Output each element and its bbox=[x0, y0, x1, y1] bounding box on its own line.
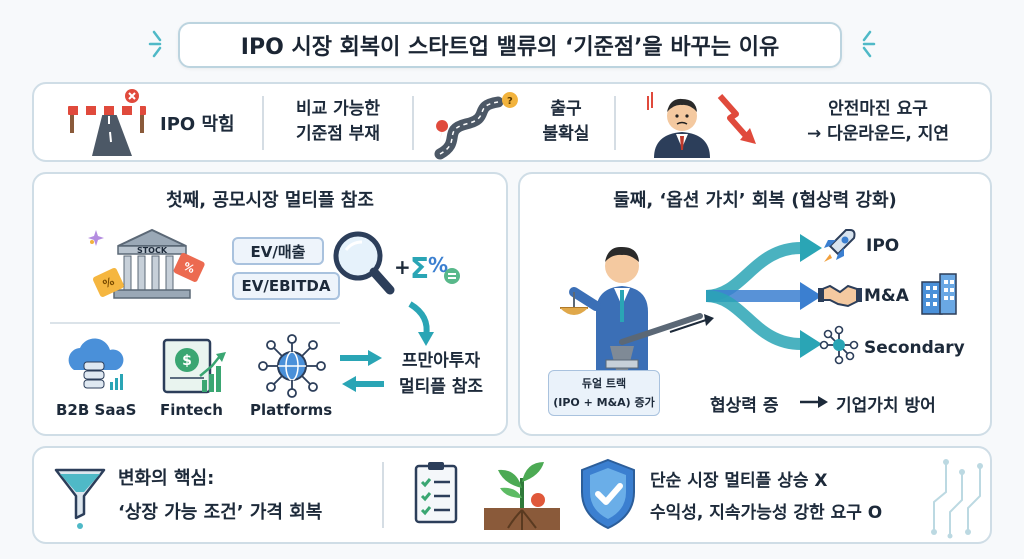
divider bbox=[412, 96, 414, 150]
left-panel-divider bbox=[50, 322, 340, 324]
core-message-line2: 수익성, 지속가능성 강한 요구 O bbox=[650, 503, 883, 523]
magnifier-icon bbox=[333, 231, 395, 295]
divider bbox=[614, 96, 616, 150]
core-change-line1: 변화의 핵심: bbox=[118, 468, 215, 489]
top-item-safety-margin: 안전마진 요구 → 다운라운드, 지연 bbox=[778, 97, 978, 147]
top-item-no-benchmark: 비교 가능한 기준점 부재 bbox=[278, 97, 398, 147]
core-change-line2: ‘상장 가능 조건’ 가격 회복 bbox=[118, 502, 323, 523]
cloud-database-icon bbox=[68, 338, 124, 390]
network-nodes-icon bbox=[819, 325, 859, 365]
top-item-no-benchmark-line2: 기준점 부재 bbox=[295, 124, 381, 144]
left-panel-result-line2: 멀티플 참조 bbox=[398, 377, 484, 397]
top-item-exit-uncertain: 출구 불확실 bbox=[526, 97, 606, 147]
metric-ev-revenue: EV/매출 bbox=[232, 237, 324, 265]
branch-arrows bbox=[705, 234, 822, 358]
winding-road-pin-icon: ? bbox=[434, 92, 518, 160]
divider bbox=[262, 96, 264, 150]
circuit-decoration-icon bbox=[931, 459, 983, 539]
flow-arrows bbox=[340, 301, 434, 392]
metric-ev-ebitda: EV/EBITDA bbox=[232, 272, 340, 300]
sigma-percent-icon: + Σ % bbox=[394, 252, 460, 285]
dual-track-line2: (IPO + M&A) 증가 bbox=[553, 396, 655, 409]
left-panel-public-multiples bbox=[32, 172, 508, 436]
left-panel-title: 첫째, 공모시장 멀티플 참조 bbox=[166, 190, 374, 211]
page-title: IPO 시장 회복이 스타트업 밸류의 ‘기준점’을 바꾸는 이유 bbox=[178, 22, 842, 68]
network-globe-icon bbox=[258, 334, 326, 398]
svg-text:?: ? bbox=[507, 96, 513, 107]
option-mna: M&A bbox=[864, 286, 909, 306]
svg-text:+: + bbox=[394, 255, 411, 279]
businessman-scale-icon bbox=[560, 246, 714, 372]
svg-text:%: % bbox=[181, 260, 196, 276]
option-secondary: Secondary bbox=[864, 338, 965, 358]
sector-fintech: Fintech bbox=[160, 401, 223, 419]
svg-text:%: % bbox=[428, 253, 448, 277]
road-barrier-icon bbox=[68, 89, 146, 156]
top-item-no-benchmark-line1: 비교 가능한 bbox=[295, 99, 381, 119]
core-change-title: 변화의 핵심: ‘상장 가능 조건’ 가격 회복 bbox=[118, 462, 322, 530]
left-panel-result: 프만아투자 멀티플 참조 bbox=[384, 348, 498, 400]
stock-label: STOCK bbox=[137, 246, 168, 255]
top-item-ipo-blocked: IPO 막힘 bbox=[160, 114, 235, 135]
svg-text:%: % bbox=[101, 275, 116, 291]
page-title-text: IPO 시장 회복이 스타트업 밸류의 ‘기준점’을 바꾸는 이유 bbox=[240, 35, 780, 60]
sparkle-right-icon bbox=[862, 30, 876, 58]
sector-platforms: Platforms bbox=[250, 401, 333, 419]
funnel-icon bbox=[54, 468, 106, 529]
result-arrow-icon bbox=[800, 396, 828, 408]
sparkle-left-icon bbox=[148, 30, 162, 58]
checklist-icon bbox=[414, 462, 458, 524]
top-item-exit-uncertain-line1: 출구 bbox=[550, 99, 582, 119]
worried-investor-down-arrow-icon bbox=[647, 92, 756, 158]
office-building-icon bbox=[921, 273, 957, 315]
core-message-line1: 단순 시장 멀티플 상승 X bbox=[650, 471, 828, 491]
dollar-chart-icon: $ bbox=[162, 338, 226, 394]
top-item-safety-margin-line1: 안전마진 요구 bbox=[828, 99, 928, 119]
handshake-icon bbox=[818, 284, 862, 308]
right-panel-title: 둘째, ‘옵션 가치’ 회복 (협상력 강화) bbox=[613, 190, 897, 211]
dual-track-box: 듀얼 트랙 (IPO + M&A) 증가 bbox=[548, 370, 660, 416]
dual-track-line1: 듀얼 트랙 bbox=[581, 377, 627, 390]
shield-check-icon bbox=[581, 458, 635, 530]
stock-building-icon: STOCK % % bbox=[88, 228, 205, 299]
core-message: 단순 시장 멀티플 상승 X 수익성, 지속가능성 강한 요구 O bbox=[650, 465, 882, 529]
top-item-exit-uncertain-line2: 불확실 bbox=[542, 124, 590, 144]
svg-text:Σ: Σ bbox=[410, 252, 429, 285]
rocket-icon bbox=[824, 229, 856, 262]
svg-text:$: $ bbox=[182, 353, 192, 369]
top-item-safety-margin-line2: → 다운라운드, 지연 bbox=[806, 124, 950, 144]
plant-icon bbox=[484, 462, 560, 530]
enterprise-value-defense: 기업가치 방어 bbox=[836, 396, 936, 416]
divider bbox=[382, 462, 384, 528]
left-panel-result-line1: 프만아투자 bbox=[401, 351, 481, 371]
option-ipo: IPO bbox=[866, 236, 900, 256]
negotiation-power: 협상력 증 bbox=[710, 396, 779, 416]
sector-b2b-saas: B2B SaaS bbox=[56, 401, 137, 419]
